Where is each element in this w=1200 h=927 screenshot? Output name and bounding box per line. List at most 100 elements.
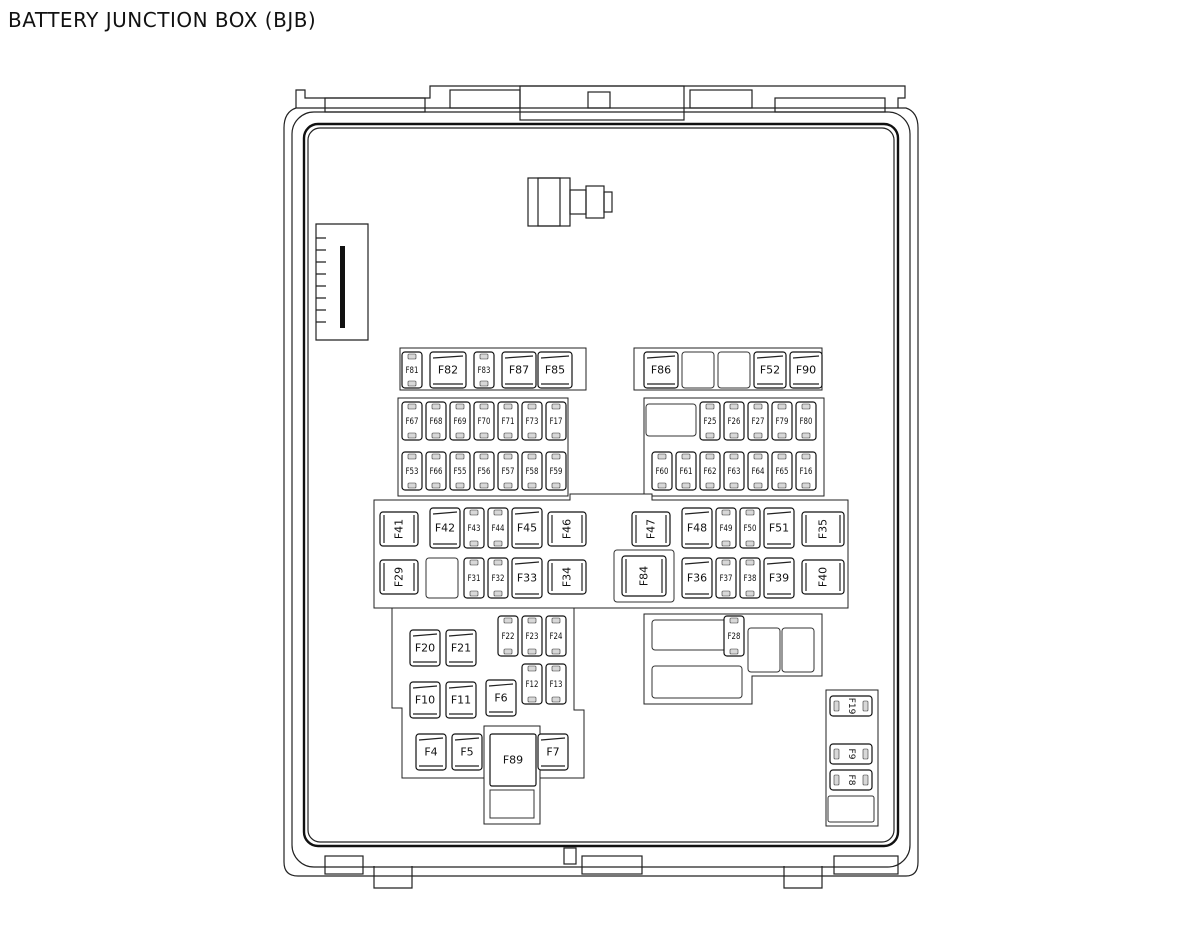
fuse-f38: F38 xyxy=(739,557,761,599)
fuse-label-f20: F20 xyxy=(415,642,435,655)
fuse-label-f89: F89 xyxy=(503,754,523,767)
fuse-f57: F57 xyxy=(497,451,519,491)
fuse-f13: F13 xyxy=(545,663,567,705)
fuse-f83: F83 xyxy=(473,351,495,389)
fuse-label-f37: F37 xyxy=(720,573,733,583)
fuse-f69: F69 xyxy=(449,401,471,441)
fuse-label-f79: F79 xyxy=(776,416,789,426)
fuse-f22: F22 xyxy=(497,615,519,657)
fuse-label-f13: F13 xyxy=(550,679,563,689)
fuse-f31: F31 xyxy=(463,557,485,599)
fuse-f20: F20 xyxy=(409,629,441,667)
fuse-label-f7: F7 xyxy=(546,746,559,759)
fuse-label-f21: F21 xyxy=(451,642,471,655)
fuse-label-f40: F40 xyxy=(817,567,830,587)
fuse-label-f31: F31 xyxy=(468,573,481,583)
fuse-label-f59: F59 xyxy=(550,466,563,476)
fuse-label-f24: F24 xyxy=(550,631,563,641)
fuse-f79: F79 xyxy=(771,401,793,441)
fuse-f87: F87 xyxy=(501,351,537,389)
fuse-label-f81: F81 xyxy=(406,365,419,375)
fuse-f39: F39 xyxy=(763,557,795,599)
fuse-f60: F60 xyxy=(651,451,673,491)
fuse-f4: F4 xyxy=(415,733,447,771)
fuse-f46: F46 xyxy=(547,511,587,547)
fuse-f89: F89 xyxy=(489,733,537,787)
fuse-f32: F32 xyxy=(487,557,509,599)
fuse-label-f85: F85 xyxy=(545,364,565,377)
housing-outline xyxy=(283,85,919,889)
fuse-f28: F28 xyxy=(723,615,745,657)
fuse-label-f44: F44 xyxy=(492,523,505,533)
fuse-label-f39: F39 xyxy=(769,572,789,585)
fuse-f59: F59 xyxy=(545,451,567,491)
fuse-label-f5: F5 xyxy=(460,746,473,759)
fuse-label-f87: F87 xyxy=(509,364,529,377)
fuse-f47: F47 xyxy=(631,511,671,547)
fuse-f36: F36 xyxy=(681,557,713,599)
fuse-f35: F35 xyxy=(801,511,845,547)
fuse-label-f71: F71 xyxy=(502,416,515,426)
fuse-label-f41: F41 xyxy=(393,519,406,539)
fuse-f67: F67 xyxy=(401,401,423,441)
fuse-label-f27: F27 xyxy=(752,416,765,426)
fuse-label-f62: F62 xyxy=(704,466,717,476)
fuse-label-f60: F60 xyxy=(656,466,669,476)
fuse-f73: F73 xyxy=(521,401,543,441)
fuse-f82: F82 xyxy=(429,351,467,389)
fuse-label-f10: F10 xyxy=(415,694,435,707)
fuse-f85: F85 xyxy=(537,351,573,389)
fuse-f7: F7 xyxy=(537,733,569,771)
fuse-f33: F33 xyxy=(511,557,543,599)
empty-sockets xyxy=(425,351,875,823)
fuse-label-f86: F86 xyxy=(651,364,671,377)
fuse-label-f58: F58 xyxy=(526,466,539,476)
fuse-label-f36: F36 xyxy=(687,572,707,585)
fuse-label-f57: F57 xyxy=(502,466,515,476)
fuse-label-f82: F82 xyxy=(438,364,458,377)
fuse-label-f34: F34 xyxy=(561,567,574,587)
fuse-f9: F9 xyxy=(829,743,873,765)
fuse-f11: F11 xyxy=(445,681,477,719)
fuse-label-f55: F55 xyxy=(454,466,467,476)
fuse-f71: F71 xyxy=(497,401,519,441)
fuse-label-f67: F67 xyxy=(406,416,419,426)
fuse-f81: F81 xyxy=(401,351,423,389)
fuse-label-f43: F43 xyxy=(468,523,481,533)
fuse-label-f65: F65 xyxy=(776,466,789,476)
fuse-f86: F86 xyxy=(643,351,679,389)
fuse-label-f47: F47 xyxy=(645,519,658,539)
fuse-f61: F61 xyxy=(675,451,697,491)
fuse-f23: F23 xyxy=(521,615,543,657)
fuse-f49: F49 xyxy=(715,507,737,549)
fuse-f25: F25 xyxy=(699,401,721,441)
fuse-f44: F44 xyxy=(487,507,509,549)
fuse-f48: F48 xyxy=(681,507,713,549)
fuse-f42: F42 xyxy=(429,507,461,549)
fuse-f10: F10 xyxy=(409,681,441,719)
fuse-label-f9: F9 xyxy=(846,749,856,760)
fuse-f5: F5 xyxy=(451,733,483,771)
fuse-f70: F70 xyxy=(473,401,495,441)
fuse-label-f80: F80 xyxy=(800,416,813,426)
fuse-label-f29: F29 xyxy=(393,567,406,587)
fuse-f16: F16 xyxy=(795,451,817,491)
fuse-label-f38: F38 xyxy=(744,573,757,583)
fuse-f68: F68 xyxy=(425,401,447,441)
fuse-f19: F19 xyxy=(829,695,873,717)
fuse-f55: F55 xyxy=(449,451,471,491)
fuse-label-f73: F73 xyxy=(526,416,539,426)
fuse-label-f22: F22 xyxy=(502,631,515,641)
fuse-label-f33: F33 xyxy=(517,572,537,585)
fuse-f90: F90 xyxy=(789,351,823,389)
fuse-label-f64: F64 xyxy=(752,466,765,476)
fuse-label-f4: F4 xyxy=(424,746,437,759)
fuse-label-f90: F90 xyxy=(796,364,816,377)
fuse-label-f25: F25 xyxy=(704,416,717,426)
fuse-label-f26: F26 xyxy=(728,416,741,426)
fuse-f37: F37 xyxy=(715,557,737,599)
fuse-label-f50: F50 xyxy=(744,523,757,533)
fuse-label-f45: F45 xyxy=(517,522,537,535)
